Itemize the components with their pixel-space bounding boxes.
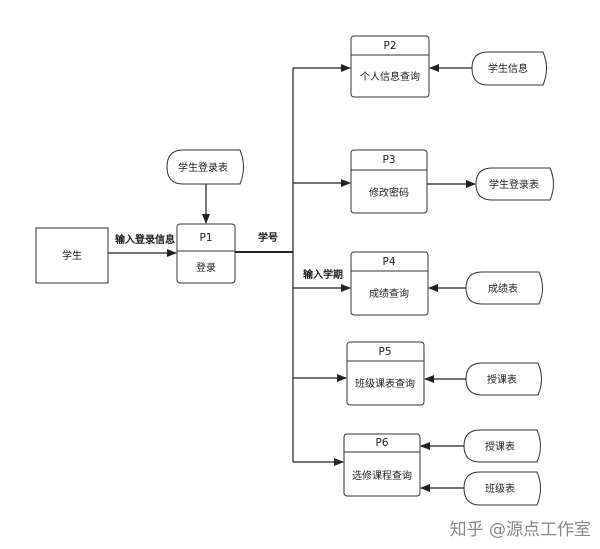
process-p3-id: P3 [382, 154, 395, 166]
store-grades: 成绩表 [465, 271, 543, 305]
store-login-table-right: 学生登录表 [475, 167, 554, 201]
store-teaching-p6: 授课表 [463, 429, 541, 463]
process-p5-id: P5 [378, 346, 391, 358]
store-login-table-top: 学生登录表 [166, 149, 244, 185]
store-teaching-p5-label: 授课表 [487, 373, 517, 386]
process-p3-name: 修改密码 [369, 186, 409, 199]
process-p5-name: 班级课表查询 [355, 377, 415, 390]
entity-student: 学生 [35, 227, 109, 284]
process-p6: P6 选修课程查询 [343, 433, 421, 497]
entity-student-label: 学生 [62, 249, 82, 262]
watermark: 知乎 @源点工作室 [450, 520, 591, 540]
store-teaching-p5: 授课表 [465, 362, 542, 396]
process-p3: P3 修改密码 [350, 149, 428, 214]
store-grades-label: 成绩表 [488, 282, 518, 295]
store-login-table-top-label: 学生登录表 [178, 161, 228, 174]
flow-input-login-label: 输入登录信息 [115, 233, 175, 246]
store-student-info-label: 学生信息 [488, 62, 528, 75]
process-p2-name: 个人信息查询 [360, 70, 420, 83]
process-p1: P1 登录 [176, 223, 236, 284]
flow-input-term-label: 输入学期 [303, 268, 343, 281]
store-class-table: 班级表 [463, 471, 541, 506]
store-class-table-label: 班级表 [485, 482, 515, 495]
process-p1-name: 登录 [196, 261, 216, 274]
process-p6-id: P6 [375, 437, 388, 449]
process-p2-id: P2 [383, 40, 396, 52]
process-p6-name: 选修课程查询 [352, 469, 412, 482]
flow-student-id-label: 学号 [258, 231, 278, 244]
process-p4-name: 成绩查询 [369, 287, 409, 300]
store-login-table-right-label: 学生登录表 [489, 178, 539, 191]
flow-input-term: 输入学期 [293, 268, 351, 292]
flow-student-id: 学号 [235, 231, 293, 253]
flow-input-login: 输入登录信息 [108, 233, 177, 257]
process-p4: P4 成绩查询 [350, 251, 429, 316]
store-student-info: 学生信息 [471, 51, 547, 86]
process-p5: P5 班级课表查询 [346, 341, 425, 406]
process-p4-id: P4 [382, 256, 395, 268]
process-p2: P2 个人信息查询 [350, 35, 430, 98]
store-teaching-p6-label: 授课表 [485, 440, 515, 453]
process-p1-id: P1 [199, 232, 212, 244]
